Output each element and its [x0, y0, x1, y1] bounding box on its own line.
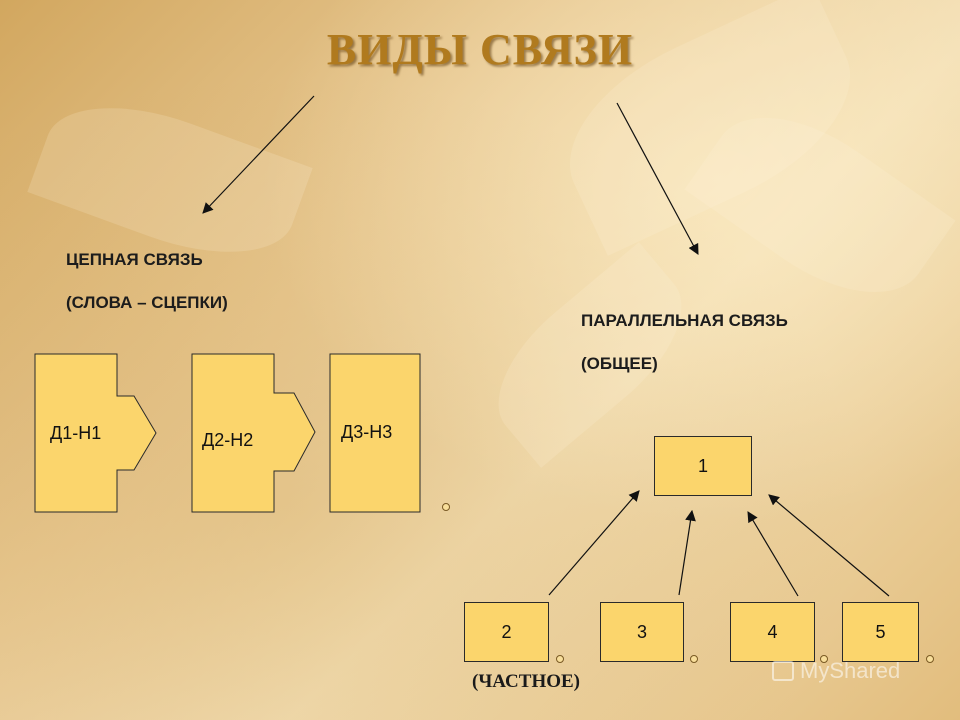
chain-block-2-text: Д2-Н2: [202, 430, 254, 450]
chain-block-2-shape: [191, 353, 316, 513]
bullet-dot: [556, 655, 564, 663]
parallel-label: ПАРАЛЛЕЛЬНАЯ СВЯЗЬ: [581, 311, 788, 330]
chain-block-3-text: Д3-Н3: [341, 422, 393, 442]
chain-label: ЦЕПНАЯ СВЯЗЬ: [66, 250, 203, 269]
arrow-3-to-1: [678, 509, 696, 596]
chain-block-1-shape: [34, 353, 157, 513]
parallel-box-2: 2: [464, 602, 549, 662]
chain-block-3-shape: [329, 353, 421, 513]
bullet-dot: [926, 655, 934, 663]
chain-sublabel: (СЛОВА – СЦЕПКИ): [66, 293, 228, 312]
parallel-caption: (ЧАСТНОЕ): [472, 671, 580, 692]
watermark: MyShared: [772, 658, 900, 684]
bullet-dot: [690, 655, 698, 663]
chain-block-1-text: Д1-Н1: [50, 423, 102, 443]
parallel-box-5: 5: [842, 602, 919, 662]
bullet-dot: [442, 503, 450, 511]
arrow-5-to-1: [768, 494, 890, 597]
arrow-to-chain: [202, 95, 315, 214]
parallel-box-4: 4: [730, 602, 815, 662]
presentation-icon: [772, 661, 794, 681]
slide-title: ВИДЫ СВЯЗИ: [326, 25, 634, 74]
arrow-to-parallel: [616, 102, 699, 255]
bullet-dot: [820, 655, 828, 663]
parallel-top-box: 1: [654, 436, 752, 496]
arrow-4-to-1: [747, 511, 799, 597]
parallel-sublabel: (ОБЩЕЕ): [581, 354, 658, 373]
arrow-2-to-1: [548, 490, 640, 596]
watermark-text: MyShared: [800, 658, 901, 683]
parallel-box-3: 3: [600, 602, 684, 662]
